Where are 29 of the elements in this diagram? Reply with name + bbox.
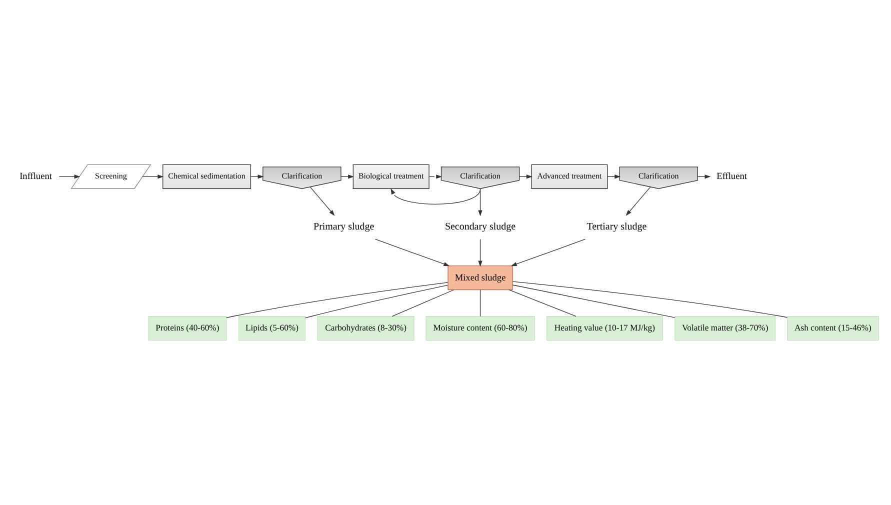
arrow [58, 174, 80, 179]
node-text: Tertiary sludge [586, 222, 647, 233]
arrow [478, 188, 482, 216]
node-box: Heating value (10-17 MJ/kg) [546, 316, 663, 341]
arrow [390, 188, 481, 204]
arrow [510, 238, 586, 266]
node-box: Proteins (40-60%) [148, 316, 227, 341]
node-box: Mixed sludge [448, 265, 513, 290]
connector [305, 284, 448, 318]
arrow [626, 186, 651, 216]
node-box: Moisture content (60-80%) [426, 316, 535, 341]
arrow [142, 174, 164, 179]
node-box: Ash content (15-46%) [787, 316, 879, 341]
connector [226, 282, 448, 318]
connector [512, 284, 676, 318]
node-box: Carbohydrates (8-30%) [317, 316, 414, 341]
arrow [310, 186, 335, 216]
node-text: Primary sludge [314, 222, 374, 233]
node-box: Volatile matter (38-70%) [674, 316, 776, 341]
node-text: Secondary sludge [444, 222, 516, 233]
node-box: Lipids (5-60%) [238, 316, 306, 341]
connector [480, 290, 481, 317]
arrow [478, 238, 482, 267]
connector [512, 281, 788, 318]
arrow [375, 238, 450, 266]
connector [508, 290, 576, 317]
connector [392, 290, 454, 317]
node-text: Inffluent [20, 172, 52, 182]
node-text: Effluent [716, 172, 747, 182]
